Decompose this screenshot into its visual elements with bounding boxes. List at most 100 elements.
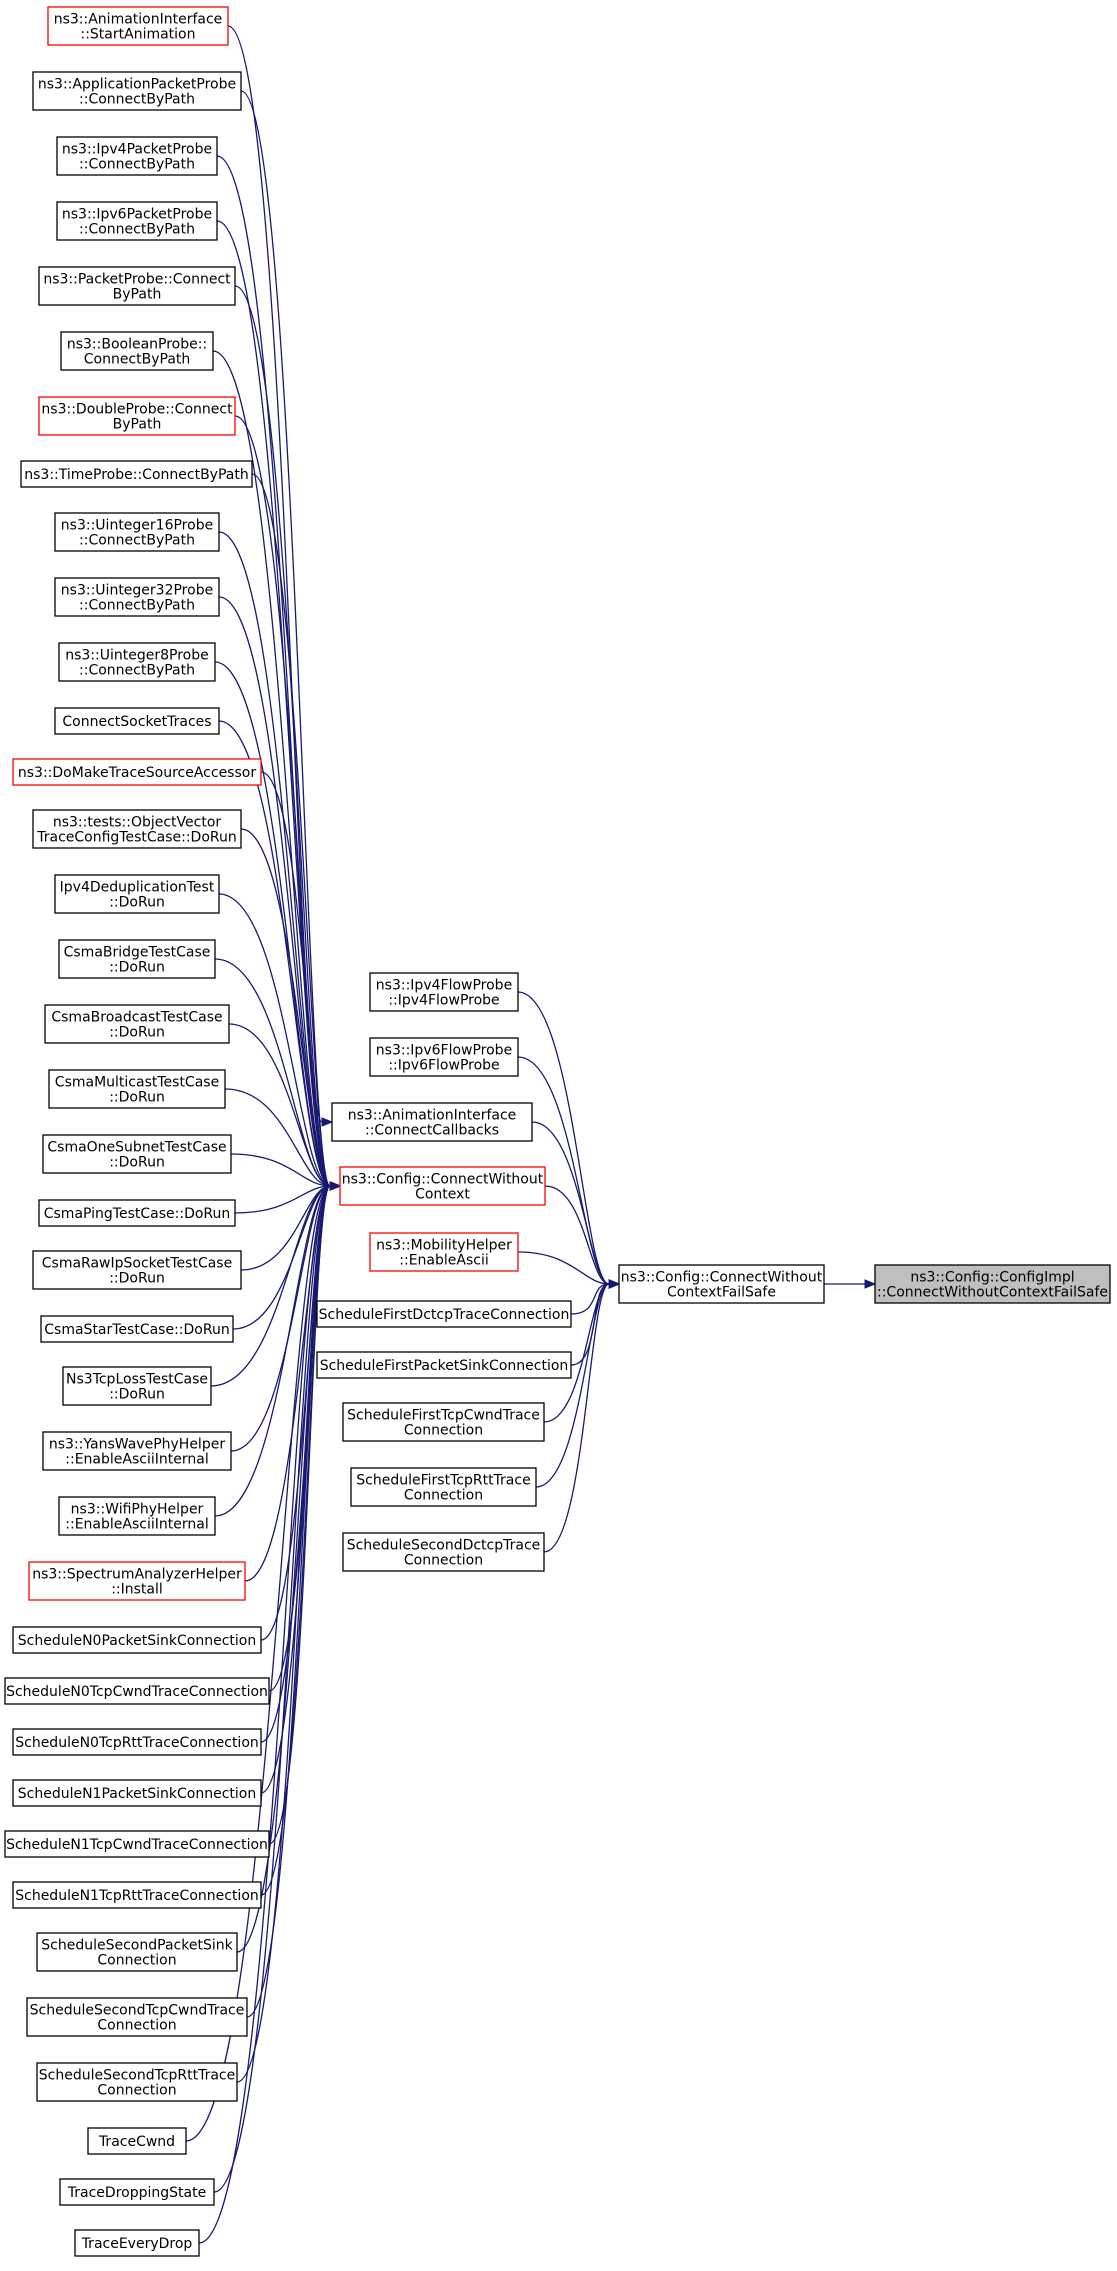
node-label-animcallbacks-0: ns3::AnimationInterface	[348, 1108, 517, 1124]
node-label-doubleprobe-0: ns3::DoubleProbe::Connect	[41, 402, 233, 418]
node-ipv4pp[interactable]: ns3::Ipv4PacketProbe::ConnectByPath	[56, 136, 218, 176]
node-label-sftcpcwnd-1: Connection	[404, 1423, 483, 1439]
node-box-socktraces	[54, 707, 220, 735]
node-label-csmaone-0: CsmaOneSubnetTestCase	[47, 1140, 226, 1156]
node-ns3tcploss[interactable]: Ns3TcpLossTestCase::DoRun	[62, 1366, 212, 1406]
node-boolprobe[interactable]: ns3::BooleanProbe::ConnectByPath	[60, 331, 214, 371]
node-domake[interactable]: ns3::DoMakeTraceSourceAccessor	[12, 758, 262, 786]
node-animcallbacks[interactable]: ns3::AnimationInterface::ConnectCallback…	[331, 1102, 533, 1142]
node-label-ssdctcp-0: ScheduleSecondDctcpTrace	[347, 1538, 541, 1554]
node-box-ipv4pp	[56, 136, 218, 176]
edge-ssdctcp-to-failsafe	[543, 1283, 610, 1553]
node-csmamcast[interactable]: CsmaMulticastTestCase::DoRun	[48, 1069, 226, 1109]
node-u16[interactable]: ns3::Uinteger16Probe::ConnectByPath	[54, 512, 220, 552]
node-box-traceevery	[74, 2229, 200, 2257]
node-ipv6flowprobe[interactable]: ns3::Ipv6FlowProbe::Ipv6FlowProbe	[369, 1037, 519, 1077]
node-label-csmaraw-0: CsmaRawIpSocketTestCase	[42, 1256, 232, 1272]
node-sfdctcp[interactable]: ScheduleFirstDctcpTraceConnection	[316, 1300, 572, 1328]
node-box-spectrum	[28, 1561, 246, 1601]
node-wifiphy[interactable]: ns3::WifiPhyHelper::EnableAsciiInternal	[58, 1496, 216, 1536]
edge-csmaone-to-cwc	[230, 1153, 331, 1187]
node-box-sftcprtt	[350, 1467, 537, 1507]
node-cwc[interactable]: ns3::Config::ConnectWithoutContext	[339, 1166, 546, 1206]
node-label-n0rtt-0: ScheduleN0TcpRttTraceConnection	[15, 1735, 259, 1751]
node-csmaraw[interactable]: CsmaRawIpSocketTestCase::DoRun	[32, 1250, 242, 1290]
node-box-failsafe	[618, 1264, 825, 1304]
node-label-sftcpcwnd-0: ScheduleFirstTcpCwndTrace	[347, 1408, 540, 1424]
node-n1rtt[interactable]: ScheduleN1TcpRttTraceConnection	[12, 1881, 262, 1909]
node-label-ipv4flowprobe-0: ns3::Ipv4FlowProbe	[376, 978, 512, 994]
node-box-sspacket	[36, 1932, 238, 1972]
node-label-ns3tcploss-0: Ns3TcpLossTestCase	[66, 1372, 208, 1388]
node-label-sspacket-0: ScheduleSecondPacketSink	[41, 1938, 233, 1954]
node-spectrum[interactable]: ns3::SpectrumAnalyzerHelper::Install	[28, 1561, 246, 1601]
arrowhead-failsafe-to-root	[864, 1279, 877, 1289]
node-n1cwnd[interactable]: ScheduleN1TcpCwndTraceConnection	[4, 1830, 270, 1858]
node-csmaping[interactable]: CsmaPingTestCase::DoRun	[38, 1199, 236, 1227]
node-label-csmaone-1: ::DoRun	[109, 1155, 165, 1171]
arrowhead-traceevery-to-cwc	[329, 1181, 342, 1191]
node-tracecwnd[interactable]: TraceCwnd	[87, 2127, 187, 2155]
node-label-wifiphy-0: ns3::WifiPhyHelper	[71, 1502, 204, 1518]
node-appprobe[interactable]: ns3::ApplicationPacketProbe::ConnectByPa…	[32, 71, 242, 111]
edge-ns3tcploss-to-cwc	[210, 1185, 331, 1387]
node-n0cwnd[interactable]: ScheduleN0TcpCwndTraceConnection	[4, 1677, 270, 1705]
node-ipv6pp[interactable]: ns3::Ipv6PacketProbe::ConnectByPath	[56, 201, 218, 241]
node-label-ipv4pp-1: ::ConnectByPath	[79, 157, 195, 173]
node-sfpacket[interactable]: ScheduleFirstPacketSinkConnection	[316, 1351, 572, 1379]
node-label-sftcprtt-1: Connection	[404, 1488, 483, 1504]
node-failsafe[interactable]: ns3::Config::ConnectWithoutContextFailSa…	[618, 1264, 825, 1304]
node-box-ssrtt	[36, 2062, 238, 2102]
node-n0packet[interactable]: ScheduleN0PacketSinkConnection	[12, 1626, 262, 1654]
node-label-ns3tcploss-1: ::DoRun	[109, 1387, 165, 1403]
node-n0rtt[interactable]: ScheduleN0TcpRttTraceConnection	[12, 1728, 262, 1756]
arrowhead-animstart-to-animcallbacks	[321, 1117, 334, 1127]
node-doubleprobe[interactable]: ns3::DoubleProbe::ConnectByPath	[38, 396, 236, 436]
node-ipv4dedup[interactable]: Ipv4DeduplicationTest::DoRun	[54, 874, 220, 914]
node-ipv4flowprobe[interactable]: ns3::Ipv4FlowProbe::Ipv4FlowProbe	[369, 972, 519, 1012]
node-label-n0cwnd-0: ScheduleN0TcpCwndTraceConnection	[6, 1684, 268, 1700]
node-u32[interactable]: ns3::Uinteger32Probe::ConnectByPath	[54, 577, 220, 617]
node-packetprobe[interactable]: ns3::PacketProbe::ConnectByPath	[38, 266, 236, 306]
node-csmabcast[interactable]: CsmaBroadcastTestCase::DoRun	[44, 1004, 230, 1044]
node-label-ipv4dedup-0: Ipv4DeduplicationTest	[60, 880, 215, 896]
node-yans[interactable]: ns3::YansWavePhyHelper::EnableAsciiInter…	[42, 1431, 232, 1471]
node-n1packet[interactable]: ScheduleN1PacketSinkConnection	[12, 1779, 262, 1807]
node-label-csmaraw-1: ::DoRun	[109, 1271, 165, 1287]
node-label-mobility-1: ::EnableAscii	[399, 1253, 488, 1269]
node-label-sscwnd-0: ScheduleSecondTcpCwndTrace	[30, 2003, 245, 2019]
node-traceevery[interactable]: TraceEveryDrop	[74, 2229, 200, 2257]
node-box-ipv6flowprobe	[369, 1037, 519, 1077]
node-label-tracecwnd-0: TraceCwnd	[98, 2134, 175, 2150]
node-box-csmabridge	[58, 939, 216, 979]
node-label-tracedrop-0: TraceDroppingState	[67, 2185, 206, 2201]
node-label-u32-1: ::ConnectByPath	[79, 598, 195, 614]
node-animstart[interactable]: ns3::AnimationInterface::StartAnimation	[47, 6, 229, 46]
node-u8[interactable]: ns3::Uinteger8Probe::ConnectByPath	[58, 642, 216, 682]
node-box-root	[874, 1264, 1111, 1304]
node-tracedrop[interactable]: TraceDroppingState	[59, 2178, 215, 2206]
edge-sfdctcp-to-failsafe	[570, 1283, 610, 1315]
node-socktraces[interactable]: ConnectSocketTraces	[54, 707, 220, 735]
node-objvec[interactable]: ns3::tests::ObjectVectorTraceConfigTestC…	[32, 809, 242, 849]
node-box-doubleprobe	[38, 396, 236, 436]
node-timeprobe[interactable]: ns3::TimeProbe::ConnectByPath	[20, 460, 253, 488]
node-csmastar[interactable]: CsmaStarTestCase::DoRun	[40, 1315, 234, 1343]
node-label-sscwnd-1: Connection	[97, 2018, 176, 2034]
node-box-n1rtt	[12, 1881, 262, 1909]
node-label-doubleprobe-1: ByPath	[113, 417, 162, 433]
node-box-tracecwnd	[87, 2127, 187, 2155]
node-mobility[interactable]: ns3::MobilityHelper::EnableAscii	[369, 1232, 519, 1272]
node-label-animstart-0: ns3::AnimationInterface	[54, 12, 223, 28]
node-csmaone[interactable]: CsmaOneSubnetTestCase::DoRun	[42, 1134, 232, 1174]
node-box-csmastar	[40, 1315, 234, 1343]
node-csmabridge[interactable]: CsmaBridgeTestCase::DoRun	[58, 939, 216, 979]
node-label-failsafe-0: ns3::Config::ConnectWithout	[621, 1270, 823, 1286]
node-label-ipv4dedup-1: ::DoRun	[109, 895, 165, 911]
